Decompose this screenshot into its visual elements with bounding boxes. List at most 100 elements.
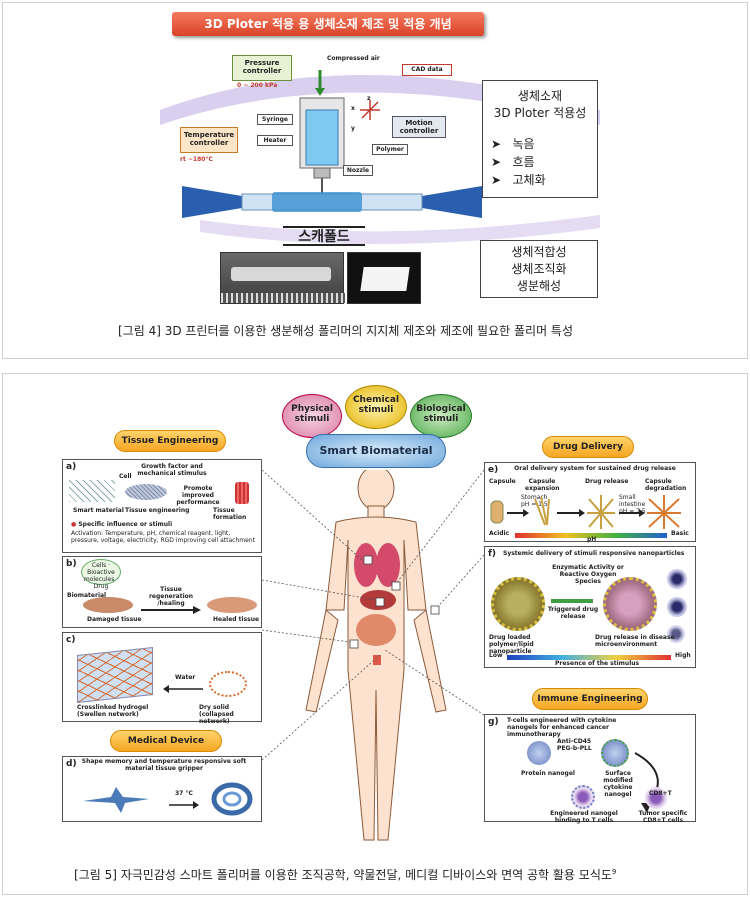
acidic-text: Acidic: [489, 530, 510, 537]
step-degradation: Capsule degradation: [645, 478, 687, 492]
axis-z: z: [367, 95, 371, 102]
step-expansion: Capsule expansion: [525, 478, 560, 492]
anti-text: Anti-CD45: [557, 738, 592, 745]
figure-4-banner-title: 3D Ploter 적용 용 생체소재 제조 및 적용 개념: [204, 17, 452, 31]
cell-icon-1: [667, 569, 687, 589]
panel-f-label: f): [488, 549, 497, 559]
temperature-controller-box: Temperature controller: [180, 127, 238, 153]
water-arrow: [163, 685, 203, 693]
property-item: ➤ 고체화: [491, 173, 546, 187]
panel-b: b) Cells · Bioactive molecules · Drug Bi…: [62, 556, 262, 628]
panel-e-label: e): [488, 465, 499, 475]
bio-prop: 생분해성: [516, 279, 562, 293]
growth-factor-text: Growth factor and mechanical stimulus: [137, 463, 207, 477]
polymer-property-box: 생체소재 3D Ploter 적용성 ➤ 녹음 ➤ 흐름 ➤ 고체화: [482, 80, 598, 198]
panel-c: c) Water Crosslinked hydrogel (Swellen n…: [62, 632, 262, 725]
pressure-controller-label: Pressure controller: [242, 59, 282, 76]
protein-text: Protein nanogel: [521, 770, 575, 777]
figure-5-caption: [그림 5] 자극민감성 스마트 폴리머를 이용한 조직공학, 약물전달, 메디…: [74, 868, 617, 882]
panel-a: a) Growth factor and mechanical stimulus…: [62, 459, 262, 553]
smart-material-network: [69, 480, 115, 502]
scaffold-photo-1: [220, 252, 345, 304]
chemical-stimuli-bubble: Chemical stimuli: [345, 385, 407, 429]
panel-f-title: Systemic delivery of stimuli responsive …: [503, 550, 685, 557]
tissue-formation-icon: [235, 482, 249, 504]
ph-text: pH: [587, 536, 597, 543]
triggered-text: Triggered drug release: [547, 606, 599, 620]
figure-4-banner: 3D Ploter 적용 용 생체소재 제조 및 적용 개념: [172, 12, 484, 36]
immune-engineering-pill: Immune Engineering: [532, 688, 648, 710]
cad-data-label: CAD data: [411, 66, 443, 73]
caption-superscript: 9: [611, 868, 617, 876]
panel-e-title: Oral delivery system for sustained drug …: [514, 465, 676, 472]
bio-prop: 생체적합성: [511, 245, 567, 259]
gripper-closed-icon: [211, 782, 253, 816]
healed-text: Healed tissue: [213, 616, 260, 623]
biomaterial-text: Biomaterial: [67, 592, 107, 599]
tumor-text: Tumor specific CD8+T cells: [638, 810, 688, 824]
cell-text: Cell: [119, 473, 132, 480]
protein-nanogel-icon: [527, 741, 551, 765]
regen-arrow: [141, 606, 201, 614]
biological-stimuli-bubble: Biological stimuli: [410, 394, 472, 438]
panel-g: g) T-cells engineered with cytokine nano…: [484, 714, 696, 824]
low-text: Low: [489, 652, 503, 659]
step-release: Drug release: [585, 478, 629, 485]
motion-controller-box: Motion controller: [392, 116, 446, 138]
peg-text: PEG-b-PLL: [557, 745, 592, 752]
cd8-text: CD8+T: [649, 790, 672, 797]
physical-stimuli-bubble: Physical stimuli: [282, 394, 342, 438]
syringe-label: Syringe: [257, 114, 293, 125]
tissue-engineering-mat: [125, 484, 167, 500]
promote-text: Promote improved performance: [176, 485, 220, 506]
printing-stage: [182, 186, 482, 218]
water-text: Water: [175, 674, 196, 681]
panel-d-label: d): [66, 759, 77, 769]
drug-delivery-pill: Drug Delivery: [542, 436, 634, 458]
panel-c-label: c): [66, 635, 76, 645]
property-item: ➤ 흐름: [491, 155, 535, 169]
panel-g-title: T-cells engineered with cytokine nanogel…: [507, 717, 617, 738]
panel-d-title: Shape memory and temperature responsive …: [81, 758, 247, 772]
smart-biomaterial-cloud: Smart Biomaterial: [306, 434, 446, 468]
tissue-formation-text: Tissue formation: [213, 507, 247, 521]
tissue-engineering-pill: Tissue Engineering: [114, 430, 226, 452]
stimulus-gradient-bar: [507, 655, 671, 660]
compressed-air-label: Compressed air: [327, 55, 380, 62]
surface-text: Surface modified cytokine nanogel: [603, 770, 633, 798]
damaged-text: Damaged tissue: [87, 616, 142, 623]
polymer-label: Polymer: [372, 144, 408, 155]
capsule-sequence: [490, 495, 681, 529]
temperature-range: rt ~180°C: [180, 156, 213, 163]
nanoparticle-release: [603, 577, 657, 631]
dry-text: Dry solid (collapsed network): [199, 704, 234, 725]
medical-device-pill: Medical Device: [110, 730, 222, 752]
pressure-range: 0 ~ 200 kPa: [237, 82, 278, 89]
syringe-illustration: [299, 70, 380, 195]
cad-data-box: CAD data: [402, 64, 452, 76]
scaffold-title: 스캐폴드: [283, 226, 365, 246]
cell-icon-2: [667, 597, 687, 617]
tissue-engineering-text: Tissue engineering: [125, 507, 190, 514]
high-text: High: [675, 652, 691, 659]
surface-nanogel-icon: [601, 739, 629, 767]
panel-f: f) Systemic delivery of stimuli responsi…: [484, 546, 696, 668]
panel-b-label: b): [66, 559, 77, 569]
ph-gradient-bar: [515, 533, 667, 538]
intestine-text: Small intestine pH = 7.5: [619, 494, 646, 515]
engineered-cell-icon: [571, 785, 595, 809]
panel-d: d) Shape memory and temperature responsi…: [62, 756, 262, 822]
gripper-flat-icon: [83, 787, 149, 813]
healed-tissue-icon: [207, 597, 257, 613]
panel-e: e) Oral delivery system for sustained dr…: [484, 462, 696, 543]
axis-y: y: [351, 125, 355, 132]
smart-material-text: Smart material: [73, 507, 124, 514]
property-title-2: 3D Ploter 적용성: [493, 106, 587, 120]
biocompat-box: 생체적합성 생체조직화 생분해성: [480, 240, 598, 298]
nanoparticle-loaded: [491, 577, 545, 631]
property-title-1: 생체소재: [517, 89, 563, 103]
regeneration-text: Tissue regeneration /healing: [148, 586, 194, 607]
loaded-text: Drug loaded polymer/lipid nanoparticle: [489, 634, 534, 655]
panel-g-label: g): [488, 717, 499, 727]
